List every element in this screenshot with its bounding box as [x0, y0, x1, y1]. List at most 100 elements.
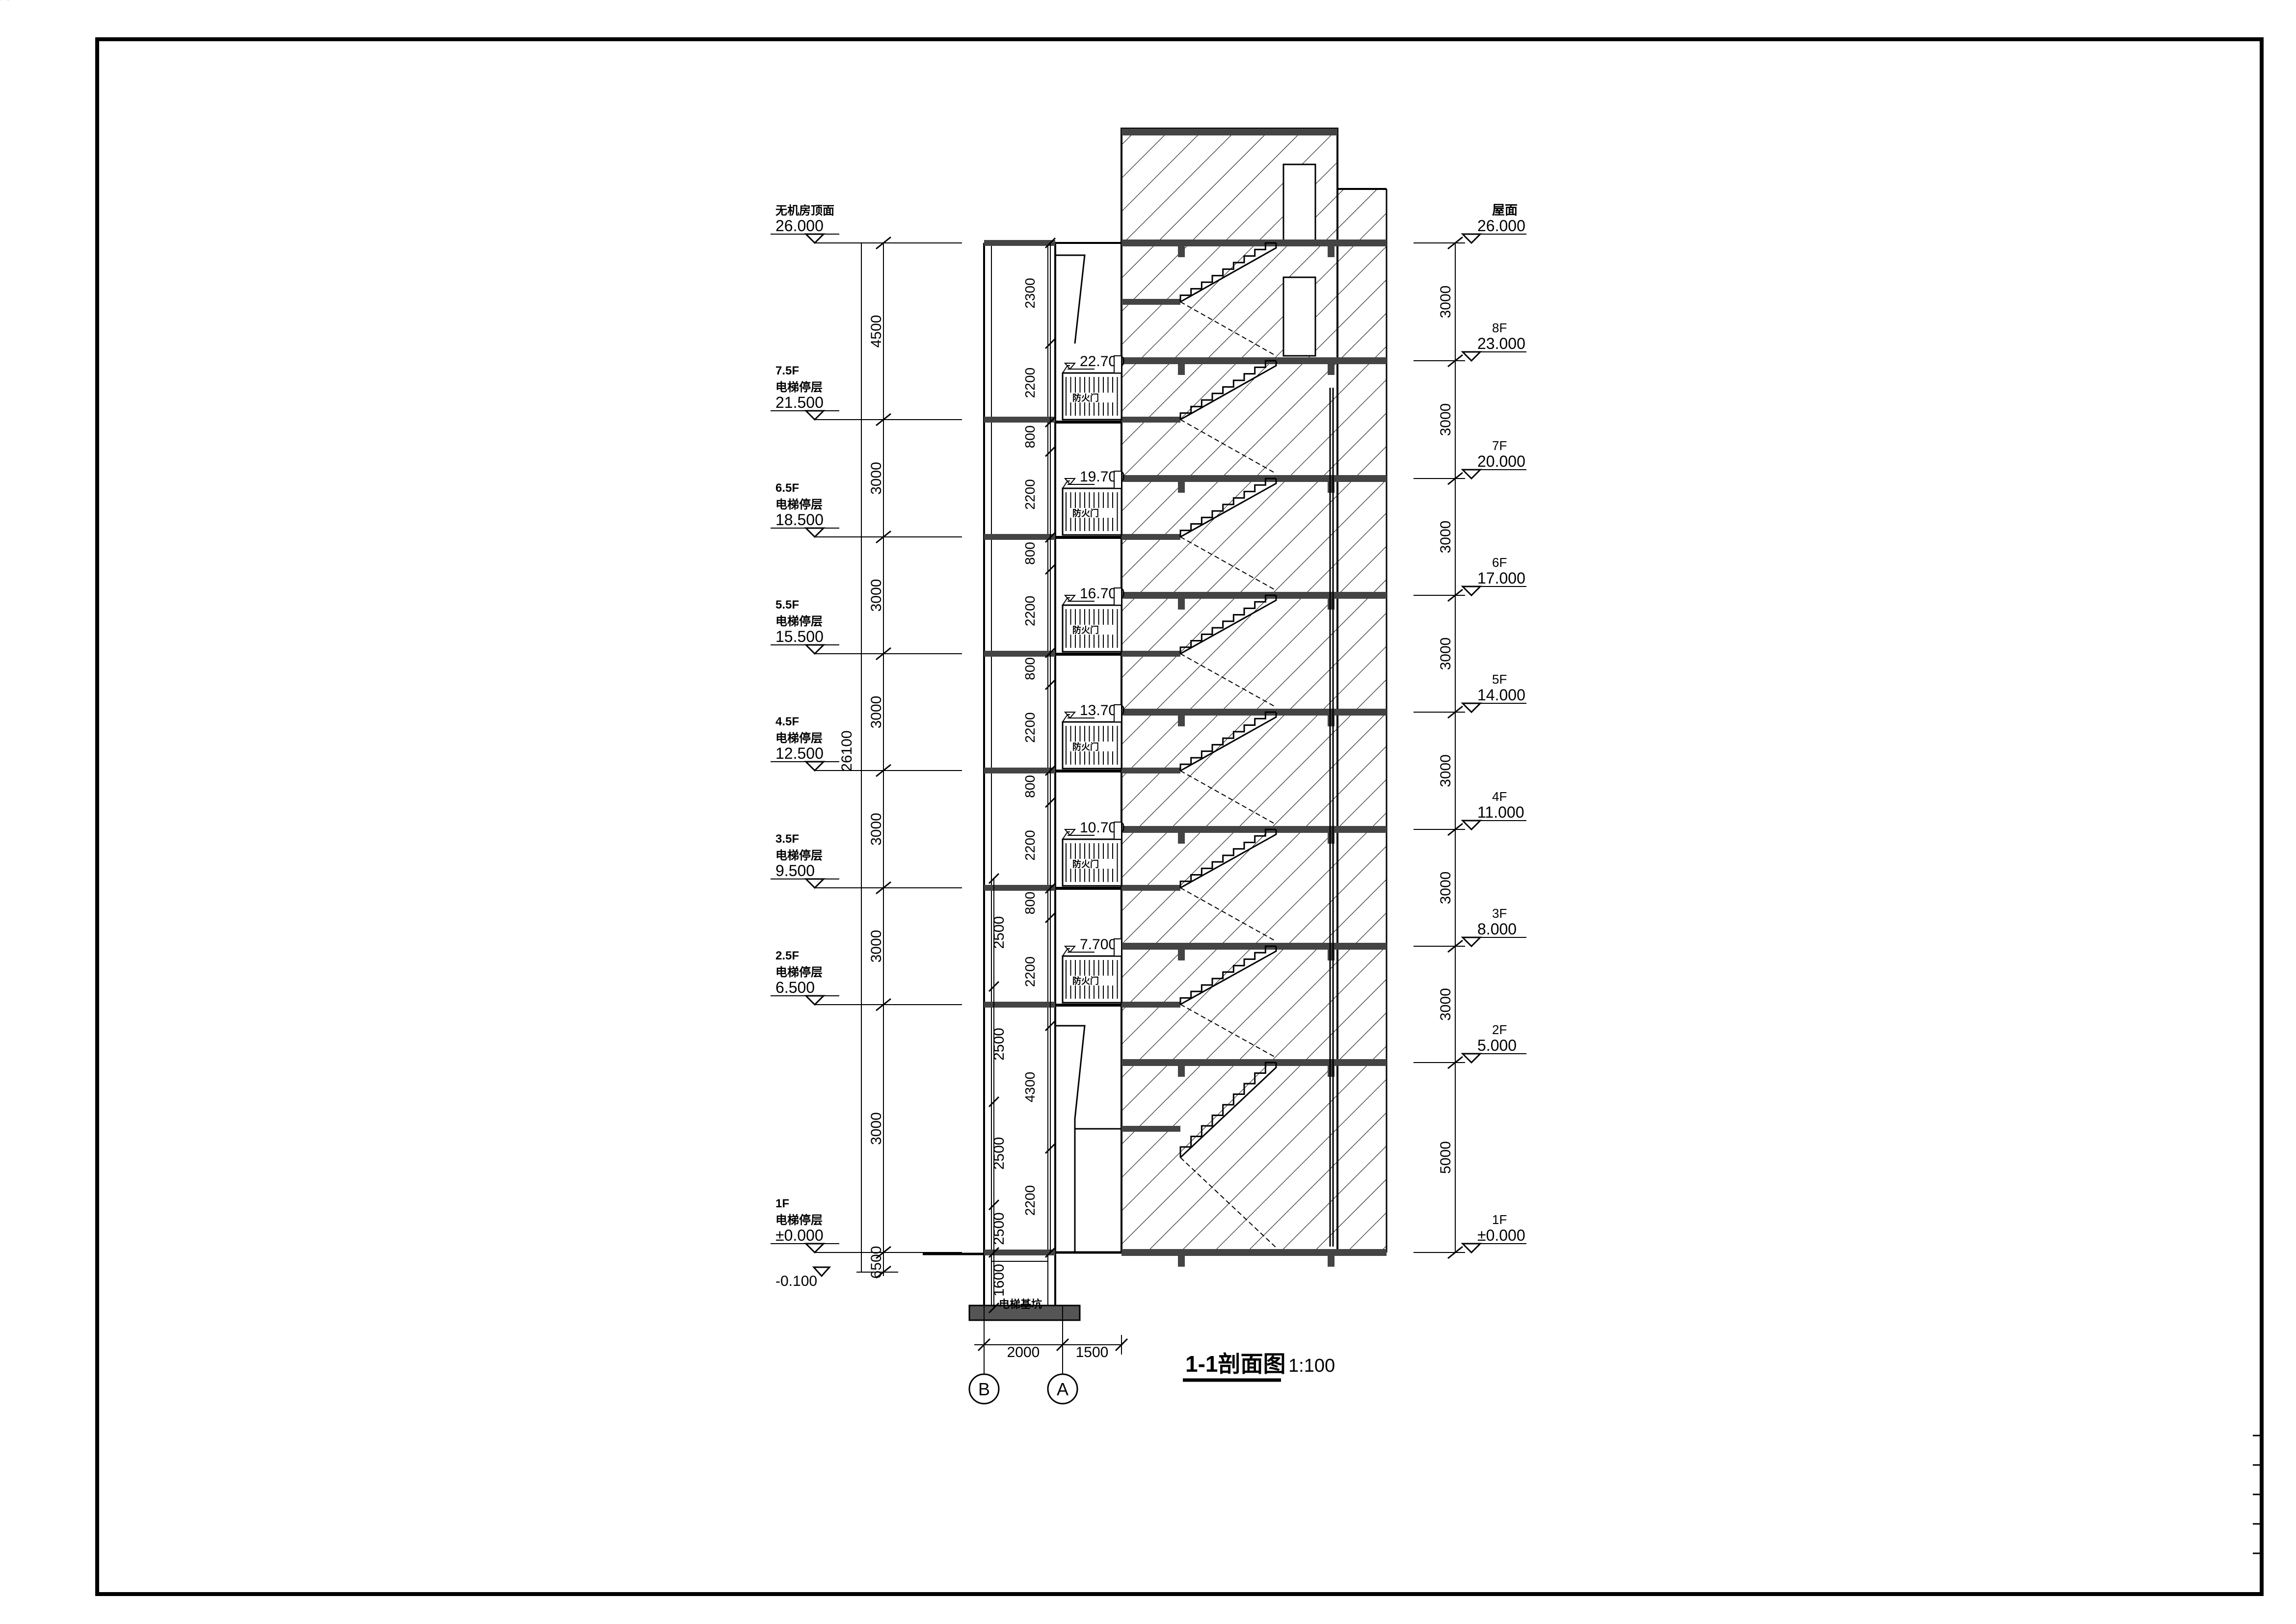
elevator-landings: 防火门22.700防火门19.700防火门16.700防火门13.700防火门1… — [1055, 353, 1125, 1007]
door-label-bg — [1070, 859, 1114, 869]
shaft-outer-tick — [988, 1302, 1000, 1314]
level-triangle — [1461, 1053, 1482, 1064]
level-label: 5F — [1492, 672, 1507, 687]
level-label: 电梯停层 — [775, 614, 823, 628]
floor-slab — [1121, 1059, 1387, 1066]
door-label-bg — [1070, 393, 1114, 402]
shaft-outer-tick — [988, 981, 1000, 992]
flight-hidden — [1180, 301, 1277, 356]
level-value: 11.000 — [1477, 803, 1524, 821]
shaft-inner-tick — [1044, 446, 1056, 457]
level-label: 电梯停层 — [775, 498, 823, 511]
flight-up — [1179, 1063, 1277, 1158]
flight-up — [1180, 829, 1277, 889]
level-triangle — [1461, 351, 1482, 362]
level-triangle — [804, 878, 826, 889]
right-dim-tick — [1447, 823, 1463, 836]
level-triangle — [1461, 936, 1482, 948]
level-value: 26.000 — [775, 217, 824, 235]
shaft-inner-text: 2200 — [1022, 368, 1038, 398]
beam — [1178, 1066, 1185, 1077]
mid-landing — [1121, 417, 1180, 423]
shaft-inner-text: 2200 — [1022, 830, 1038, 860]
flight-up — [1180, 243, 1277, 303]
right-dim-text: 3000 — [1438, 872, 1454, 905]
axis-bubble — [1047, 1373, 1078, 1405]
shaft-outer-text: 2500 — [991, 1028, 1007, 1061]
roof-door — [1282, 163, 1316, 244]
shaft-slab — [984, 885, 1055, 891]
level-triangle — [804, 644, 826, 655]
door-label-bg — [1070, 508, 1114, 518]
door-label: 防火门 — [1072, 393, 1099, 403]
shaft-inner-tick — [1044, 1247, 1056, 1258]
lintel — [1114, 822, 1122, 840]
shaft-inner-text: 800 — [1022, 426, 1038, 449]
level-value: 6.500 — [775, 979, 815, 996]
level-label: 电梯停层 — [775, 1213, 823, 1227]
bottom-dim-tick — [977, 1338, 991, 1352]
level-label: 4F — [1492, 789, 1507, 804]
sheet-border — [95, 37, 2264, 1596]
right-dim-text: 3000 — [1438, 286, 1454, 319]
right-dim-text: 3000 — [1438, 403, 1454, 436]
flight-steps — [1179, 360, 1276, 420]
shaft-outer-tick — [988, 1199, 1000, 1211]
flight-up — [1180, 595, 1277, 655]
lintel — [1114, 471, 1122, 489]
shaft-inner-text: 2200 — [1022, 596, 1038, 626]
left-dim-text: 100 — [0, 0, 12, 3]
roof-slab — [1121, 129, 1337, 135]
floor-slab — [1121, 592, 1387, 599]
right-dim-tick — [1447, 705, 1463, 719]
flight-steps — [1179, 242, 1276, 302]
shaft-inner-tick — [1044, 338, 1056, 349]
beam — [1328, 364, 1335, 375]
level-triangle — [1461, 1243, 1482, 1254]
mid-landing — [1121, 1126, 1180, 1132]
shaft-inner-tick — [1044, 563, 1056, 575]
right-dim-tick — [1447, 472, 1463, 485]
left-dim-text: 3000 — [868, 462, 884, 495]
shaft-slab — [984, 534, 1055, 540]
level-value: 5.000 — [1477, 1037, 1517, 1054]
level-label: 7.5F — [775, 364, 799, 377]
shaft-outer-tick — [988, 873, 1000, 884]
level-triangle — [812, 1266, 831, 1278]
left-dim-text: 4500 — [868, 315, 884, 348]
flight-hidden — [1180, 887, 1277, 942]
shaft-outer-text: 2500 — [991, 1137, 1007, 1170]
level-value: 15.500 — [775, 628, 824, 645]
right-level: 1F±0.000 — [1461, 1212, 1526, 1254]
total-dim-text: 26100 — [839, 730, 855, 771]
beam — [1178, 599, 1185, 610]
landing-level-tri — [1064, 829, 1076, 836]
title-block-ticks — [2253, 1435, 2262, 1554]
level-label: 6.5F — [775, 481, 799, 495]
level-value: 9.500 — [775, 862, 815, 879]
level-value: ±0.000 — [1477, 1226, 1525, 1244]
level-triangle — [1461, 233, 1482, 244]
lintel — [1114, 355, 1122, 373]
left-dim-text: 3000 — [868, 930, 884, 963]
landing-level-tri — [1064, 363, 1076, 370]
shaft-inner-text: 800 — [1022, 775, 1038, 798]
shaft-inner-tick — [1044, 912, 1056, 924]
right-dim-tick — [1447, 236, 1463, 250]
beam — [1178, 716, 1185, 726]
mid-landing — [1121, 299, 1180, 305]
flight-steps — [1179, 945, 1276, 1005]
floor-slab — [1121, 826, 1387, 833]
pit-base — [968, 1305, 1081, 1321]
shaft-outer-text: 2500 — [991, 1212, 1007, 1245]
beam — [1328, 246, 1335, 257]
level-triangle — [804, 410, 826, 421]
